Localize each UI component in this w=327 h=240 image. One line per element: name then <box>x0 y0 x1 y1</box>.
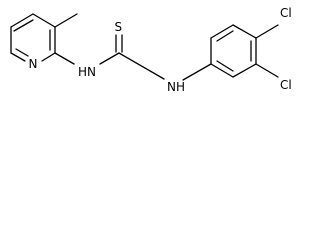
atom-label-s: S <box>115 20 123 34</box>
bond <box>216 60 234 72</box>
bond <box>99 52 120 65</box>
chemical-structure: S N H N N H Cl Cl <box>10 6 292 94</box>
atom-label-n: N <box>87 65 96 79</box>
atom-label-h: H <box>176 80 185 94</box>
bond <box>210 24 234 39</box>
methyl-bond <box>54 13 78 28</box>
bond <box>232 63 257 78</box>
bond <box>232 24 257 39</box>
chloro-bond <box>255 24 279 39</box>
pyridine-ring <box>10 13 56 62</box>
bond <box>210 63 234 78</box>
benzene-ring <box>210 24 257 78</box>
atom-label-cl: Cl <box>280 6 292 20</box>
bond <box>10 52 26 62</box>
bond <box>54 52 75 65</box>
bond <box>118 52 165 80</box>
bond <box>182 63 212 81</box>
bond <box>10 13 34 28</box>
bond <box>41 52 56 62</box>
bond <box>13 19 34 32</box>
bond <box>216 30 234 42</box>
chloro-bond <box>255 63 279 78</box>
bond <box>15 48 29 57</box>
bond <box>32 13 56 28</box>
atom-label-n: N <box>29 57 38 71</box>
atom-label-h: H <box>78 65 87 79</box>
atom-label-n: N <box>167 80 176 94</box>
atom-label-cl: Cl <box>280 78 292 92</box>
